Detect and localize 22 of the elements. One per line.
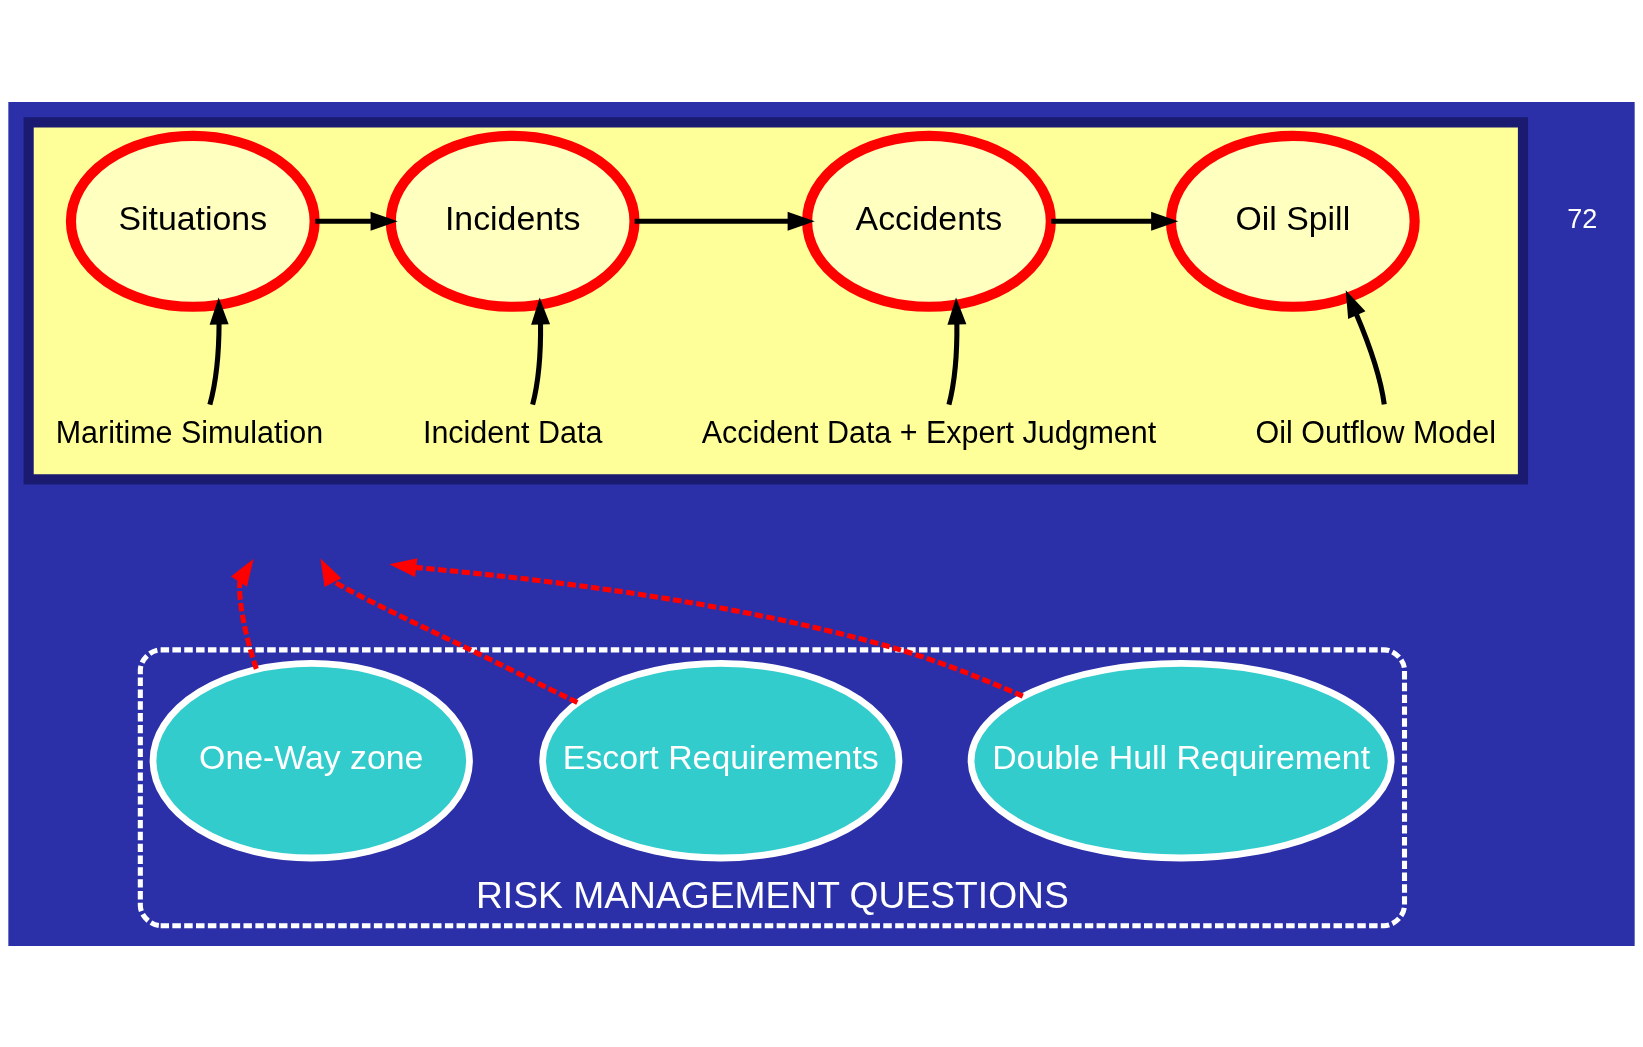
node-text: Oil Outflow Model (1255, 414, 1496, 449)
node-text: Accident Data + Expert Judgment (701, 414, 1157, 449)
arrow (207, 296, 229, 405)
node-ellipse: One-Way zone (149, 659, 473, 861)
arrow (1345, 289, 1387, 405)
arrow (1051, 211, 1179, 231)
node-ellipse: Escort Requirements (539, 659, 903, 861)
arrow (315, 211, 398, 231)
node-ellipse: Oil Spill (1165, 130, 1420, 312)
node-ellipse: Situations (65, 130, 320, 312)
arrow (230, 558, 259, 670)
node-text: Maritime Simulation (55, 414, 324, 449)
arrow (389, 557, 1024, 698)
cluster (23, 116, 1529, 484)
node-ellipse: Incidents (385, 130, 640, 312)
node-text: Incident Data (422, 414, 603, 449)
arrow (530, 296, 551, 405)
arrow (946, 296, 967, 405)
node-ellipse: Double Hull Requirement (967, 659, 1395, 861)
label: 72 (1567, 202, 1598, 234)
node-ellipse: Accidents (802, 130, 1056, 312)
arrow (634, 211, 815, 231)
